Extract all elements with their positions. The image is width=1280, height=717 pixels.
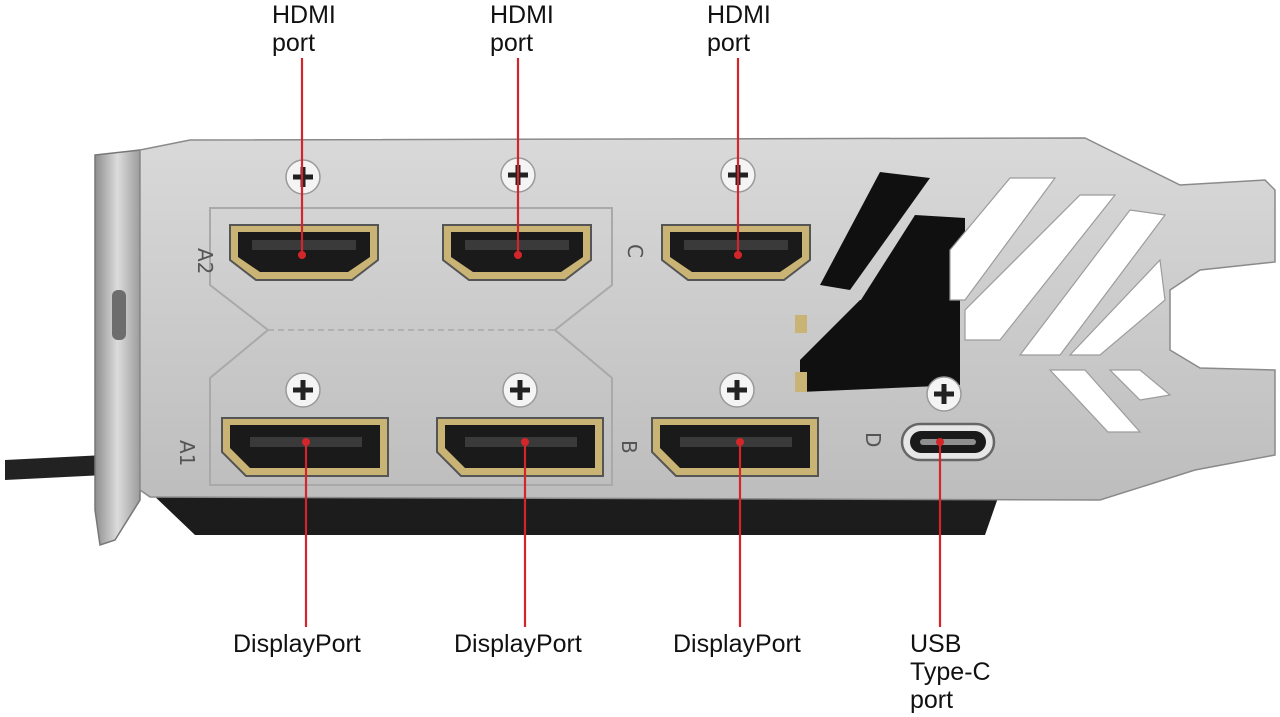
gold-strips	[795, 315, 807, 392]
flange-notch	[112, 290, 126, 340]
label-hdmi-port-1: HDMI port	[272, 1, 336, 57]
marking-c: C	[623, 244, 647, 258]
marking-b: B	[617, 440, 641, 454]
pcb-edge	[150, 492, 1000, 535]
leader-lines	[298, 58, 944, 627]
marking-a1: A1	[175, 440, 199, 466]
shroud-foot	[5, 455, 105, 480]
displayport-3	[651, 417, 819, 477]
screw-icon	[285, 372, 321, 408]
displayport-2	[436, 417, 604, 477]
label-hdmi-port-3: HDMI port	[707, 1, 771, 57]
label-displayport-1: DisplayPort	[233, 630, 361, 658]
usb-type-c-port	[900, 422, 996, 462]
label-displayport-2: DisplayPort	[454, 630, 582, 658]
label-displayport-3: DisplayPort	[673, 630, 801, 658]
marking-a2: A2	[193, 248, 217, 274]
bracket-flange	[94, 149, 141, 546]
port-panel-outline	[209, 207, 613, 486]
screw-icon	[502, 372, 538, 408]
label-hdmi-port-2: HDMI port	[490, 1, 554, 57]
label-usb-type-c-port: USB Type-C port	[910, 630, 991, 714]
screw-icon	[926, 376, 962, 412]
vent-slots-white	[949, 177, 1172, 433]
screw-icon	[719, 372, 755, 408]
vent-slots-black	[800, 172, 965, 392]
marking-d: D	[861, 432, 885, 447]
